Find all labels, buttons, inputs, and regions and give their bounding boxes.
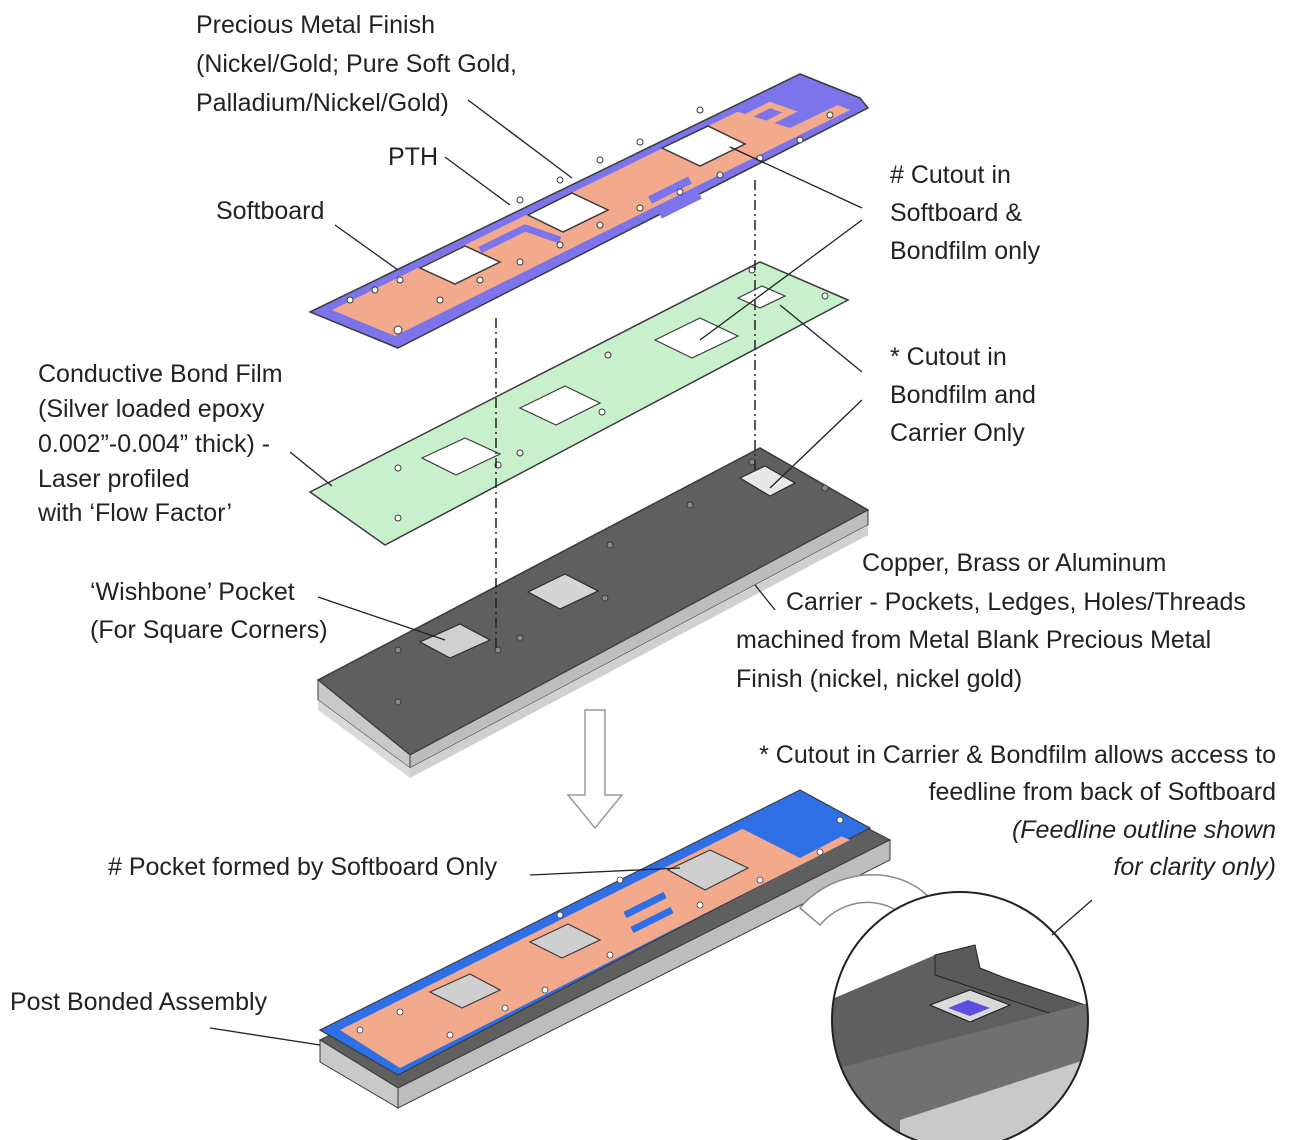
label-line: 0.002”-0.004” thick) - bbox=[38, 430, 270, 458]
label-line: machined from Metal Blank Precious Metal bbox=[736, 626, 1211, 654]
label-line: Carrier Only bbox=[890, 419, 1025, 447]
label-softboard: Softboard bbox=[216, 197, 324, 225]
label-line: Post Bonded Assembly bbox=[10, 988, 268, 1016]
label-line: Precious Metal Finish bbox=[196, 11, 435, 39]
label-precious-metal-finish: Precious Metal Finish (Nickel/Gold; Pure… bbox=[196, 11, 517, 117]
label-line: (Nickel/Gold; Pure Soft Gold, bbox=[196, 50, 517, 78]
label-line: feedline from back of Softboard bbox=[929, 778, 1276, 806]
label-cutout-access: * Cutout in Carrier & Bondfilm allows ac… bbox=[759, 741, 1276, 881]
label-pth: PTH bbox=[388, 143, 438, 171]
label-line: Carrier - Pockets, Ledges, Holes/Threads bbox=[786, 588, 1246, 616]
label-line: Bondfilm and bbox=[890, 381, 1036, 409]
label-cutout-softboard-bondfilm: # Cutout in Softboard & Bondfilm only bbox=[890, 161, 1041, 265]
label-pocket-softboard-only: # Pocket formed by Softboard Only bbox=[108, 853, 498, 881]
carrier-block bbox=[316, 447, 870, 778]
alignment-lines bbox=[495, 180, 756, 650]
label-wishbone-pocket: ‘Wishbone’ Pocket (For Square Corners) bbox=[90, 578, 328, 644]
label-line: Copper, Brass or Aluminum bbox=[862, 549, 1166, 577]
label-carrier: Copper, Brass or Aluminum Carrier - Pock… bbox=[736, 549, 1246, 693]
label-line: with ‘Flow Factor’ bbox=[37, 499, 232, 527]
leader-lines bbox=[209, 99, 1093, 1046]
label-line: Softboard bbox=[216, 197, 324, 225]
label-line: (Feedline outline shown bbox=[1012, 816, 1276, 844]
label-line: Softboard & bbox=[890, 199, 1022, 227]
magnifier-circle-icon bbox=[831, 891, 1089, 1140]
label-line: ‘Wishbone’ Pocket bbox=[90, 578, 295, 606]
softboard-layer bbox=[308, 73, 870, 349]
down-arrow-icon bbox=[566, 709, 624, 830]
label-line: Laser profiled bbox=[38, 465, 189, 493]
label-line: PTH bbox=[388, 143, 438, 171]
post-bonded-assembly bbox=[318, 789, 892, 1109]
label-post-bonded-assembly: Post Bonded Assembly bbox=[10, 988, 268, 1016]
label-line: (Silver loaded epoxy bbox=[38, 395, 265, 423]
label-line: Conductive Bond Film bbox=[38, 360, 283, 388]
label-line: for clarity only) bbox=[1113, 853, 1276, 881]
label-line: # Cutout in bbox=[890, 161, 1011, 189]
label-conductive-bond-film: Conductive Bond Film (Silver loaded epox… bbox=[37, 360, 283, 527]
label-line: Bondfilm only bbox=[890, 237, 1041, 265]
label-line: * Cutout in Carrier & Bondfilm allows ac… bbox=[759, 741, 1276, 769]
label-line: # Pocket formed by Softboard Only bbox=[108, 853, 498, 881]
label-line: Finish (nickel, nickel gold) bbox=[736, 665, 1022, 693]
label-line: Palladium/Nickel/Gold) bbox=[196, 89, 449, 117]
label-cutout-bondfilm-carrier: * Cutout in Bondfilm and Carrier Only bbox=[890, 343, 1036, 447]
label-line: * Cutout in bbox=[890, 343, 1007, 371]
label-line: (For Square Corners) bbox=[90, 616, 328, 644]
